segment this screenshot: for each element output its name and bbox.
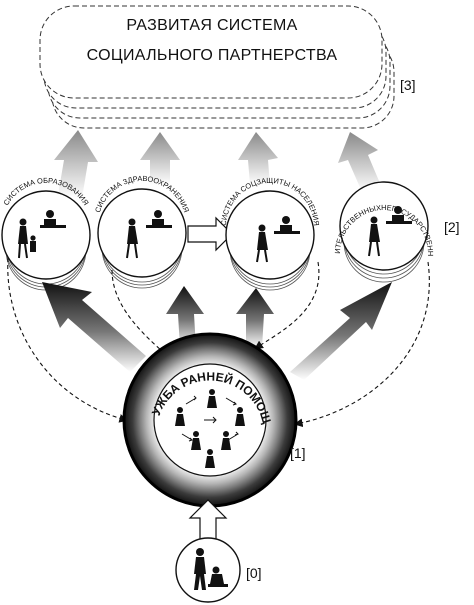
hollow-up-arrow bbox=[188, 499, 228, 543]
desk-specialist-icon bbox=[146, 210, 172, 228]
up-arrow-1 bbox=[54, 130, 98, 198]
dark-arrow-mid-left bbox=[166, 286, 204, 348]
desk-specialist-icon bbox=[386, 206, 412, 224]
ref-label-1: [1] bbox=[290, 445, 306, 461]
child-icon bbox=[30, 235, 36, 252]
person-icon bbox=[256, 224, 268, 263]
partnership-title-line2: СОЦИАЛЬНОГО ПАРТНЕРСТВА bbox=[87, 47, 338, 64]
person-icon bbox=[175, 389, 245, 468]
up-arrow-3 bbox=[238, 132, 278, 185]
arrows-to-partnership bbox=[54, 130, 382, 198]
ref-label-3: [3] bbox=[400, 77, 416, 93]
partnership-title-line1: РАЗВИТАЯ СИСТЕМА bbox=[126, 17, 297, 34]
dashed-arrow-from-social bbox=[254, 261, 320, 350]
desk-specialist-icon bbox=[274, 216, 300, 234]
ref-label-2: [2] bbox=[444, 219, 460, 235]
person-icon bbox=[126, 218, 138, 259]
dark-arrow-right bbox=[290, 282, 392, 380]
partnership-box: РАЗВИТАЯ СИСТЕМА СОЦИАЛЬНОГО ПАРТНЕРСТВА… bbox=[39, 5, 416, 129]
arrows-to-partners bbox=[42, 282, 392, 380]
desk-specialist-icon bbox=[40, 210, 66, 228]
dark-arrow-mid-right bbox=[236, 288, 274, 348]
up-arrow-4 bbox=[338, 132, 382, 192]
family-node: [0] bbox=[175, 537, 262, 603]
dark-arrow-left bbox=[42, 282, 146, 372]
person-icon bbox=[368, 216, 380, 257]
partner-system-social: СИСТЕМА СОЦЗАЩИТЫ НАСЕЛЕНИЯ bbox=[219, 176, 321, 291]
up-arrow-2 bbox=[140, 132, 180, 185]
person-icon bbox=[18, 218, 28, 259]
parent-with-child-icon bbox=[194, 548, 228, 590]
ref-label-0: [0] bbox=[246, 565, 262, 581]
partner-system-education: СИСТЕМА ОБРАЗОВАНИЯ bbox=[1, 176, 91, 291]
partner-system-health: СИСТЕМА ЗДРАВООХРАНЕНИЯ bbox=[93, 174, 191, 289]
dashed-arrow-from-education bbox=[7, 257, 129, 423]
exchange-arrows-icon bbox=[181, 395, 239, 442]
dashed-arrow-from-ngo bbox=[293, 261, 430, 428]
hollow-right-arrow bbox=[187, 216, 233, 252]
